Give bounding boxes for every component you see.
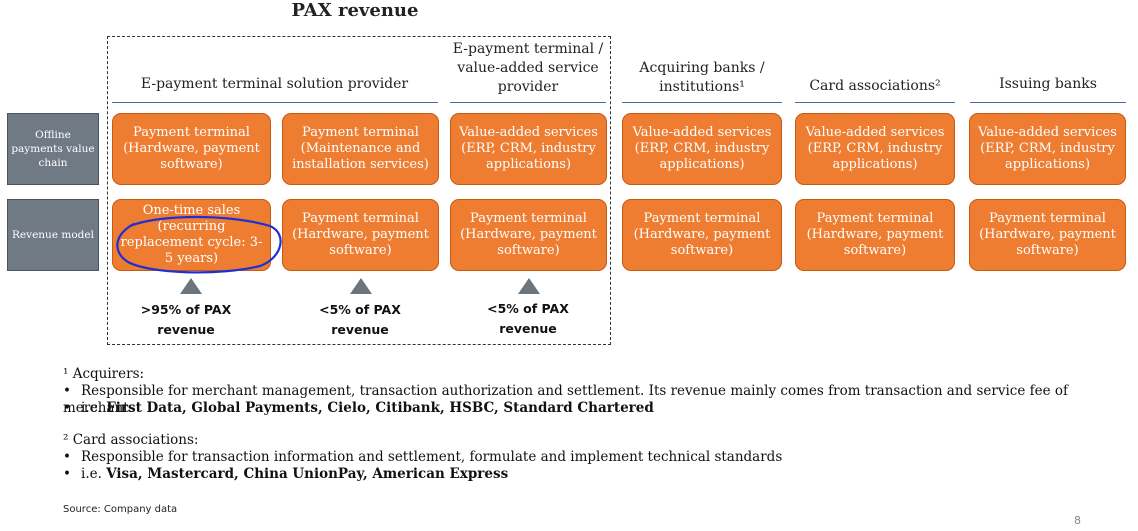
footnote-bullet: •i.e. First Data, Global Payments, Cielo…	[63, 400, 654, 416]
value-chain-box: Value-added services (ERP, CRM, industry…	[969, 113, 1126, 185]
revenue-model-box: One-time sales (recurring replacement cy…	[112, 199, 271, 271]
up-triangle-icon	[518, 278, 540, 294]
revenue-model-box: Payment terminal (Hardware, payment soft…	[969, 199, 1126, 271]
revenue-model-box: Payment terminal (Hardware, payment soft…	[282, 199, 439, 271]
source-note: Source: Company data	[63, 504, 178, 515]
column-header-card-associations: Card associations²	[809, 78, 941, 94]
up-triangle-icon	[350, 278, 372, 294]
column-underline	[450, 102, 606, 103]
column-underline	[795, 102, 955, 103]
value-chain-box: Value-added services (ERP, CRM, industry…	[795, 113, 955, 185]
value-chain-box: Value-added services (ERP, CRM, industry…	[450, 113, 607, 185]
value-chain-box: Payment terminal (Hardware, payment soft…	[112, 113, 271, 185]
column-underline	[622, 102, 782, 103]
page-number: 8	[1074, 514, 1081, 527]
column-header-acquiring-banks: Acquiring banks / institutions¹	[639, 60, 765, 95]
column-header-solution-provider: E-payment terminal solution provider	[140, 76, 409, 92]
value-chain-box: Value-added services (ERP, CRM, industry…	[622, 113, 782, 185]
footnote-bullet: •Responsible for merchant management, tr…	[63, 383, 1069, 416]
pax-revenue-dashed-frame	[107, 36, 611, 345]
revenue-share-label: <5% of PAX revenue	[319, 302, 401, 337]
revenue-share-label: >95% of PAX revenue	[140, 302, 232, 337]
footnote-bullet: •Responsible for transaction information…	[63, 449, 783, 465]
column-header-vas-provider: E-payment terminal / value-added service…	[452, 41, 604, 95]
revenue-model-box: Payment terminal (Hardware, payment soft…	[450, 199, 607, 271]
footnote-bullet: •i.e. Visa, Mastercard, China UnionPay, …	[63, 466, 509, 482]
revenue-share-label: <5% of PAX revenue	[487, 301, 569, 336]
column-underline	[112, 102, 438, 103]
row-label-revenue-model: Revenue model	[7, 199, 99, 271]
footnote-acquirers-title: ¹ Acquirers:	[63, 366, 145, 382]
column-header-issuing-banks: Issuing banks	[999, 76, 1097, 92]
row-label-offline-value-chain: Offline payments value chain	[7, 113, 99, 185]
page-title: PAX revenue	[291, 0, 419, 21]
footnote-card-associations-title: ² Card associations:	[63, 432, 199, 448]
value-chain-box: Payment terminal (Maintenance and instal…	[282, 113, 439, 185]
revenue-model-box: Payment terminal (Hardware, payment soft…	[622, 199, 782, 271]
column-underline	[970, 102, 1126, 103]
up-triangle-icon	[180, 278, 202, 294]
highlight-circle-annotation	[116, 215, 282, 274]
revenue-model-box: Payment terminal (Hardware, payment soft…	[795, 199, 955, 271]
